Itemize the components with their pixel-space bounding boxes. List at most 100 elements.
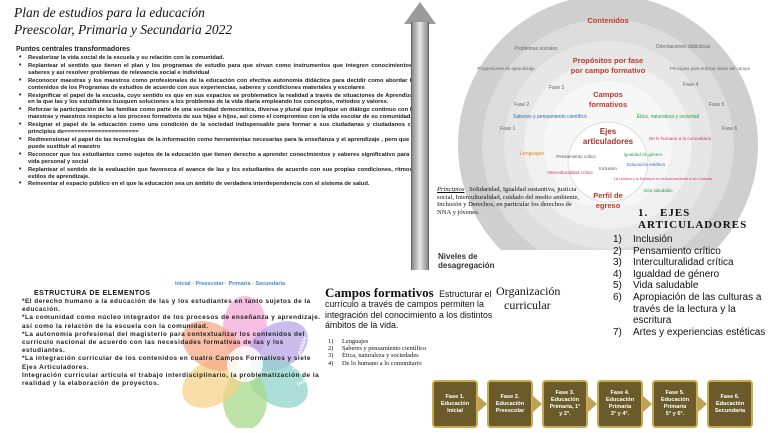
phase-arrow-icon: [478, 396, 487, 412]
estructura-paragraph: *La integración curricular de los conten…: [22, 355, 311, 371]
perfil-label-1: Perfil de: [593, 191, 623, 200]
phase-line: y 2°.: [559, 411, 571, 417]
arrow-label-line-1: Niveles de: [438, 252, 478, 261]
concentric-circles-diagram: Contenidos Problemas sociales Orientacio…: [458, 0, 758, 250]
campos-item-text: Ética, naturaleza y sociedades: [342, 352, 419, 360]
ejes-item-text: Inclusión: [633, 234, 673, 245]
key-point-item: Reinventar el espacio público en el que …: [18, 181, 418, 188]
inner-ring: [567, 121, 649, 203]
phase-line: Primaria: [608, 404, 632, 410]
phase-line: Primaria, 1°: [549, 404, 581, 410]
principios-text: Solidaridad, Igualdad sustantiva, justic…: [437, 186, 580, 216]
pensamiento-label: Pensamiento crítico: [556, 154, 596, 159]
organizacion-heading: Organización curricular: [496, 284, 596, 312]
estructura-paragraph: Integración curricular articula el traba…: [22, 371, 320, 388]
principios-enfocar-label: Principios para enfocar dictar del campo: [670, 66, 751, 71]
progresiones-label: Progresiones de aprendizaje: [477, 66, 535, 71]
organizacion-line-2: curricular: [504, 298, 551, 312]
ejes-title-text: EJES ARTICULADORES: [638, 207, 748, 231]
lenguajes-label: Lenguajes: [520, 151, 544, 157]
ejes-title: 1. EJES ARTICULADORES: [638, 207, 768, 231]
campos-text: el currículo a través de campos permiten…: [325, 289, 493, 331]
ejes-item: 3)Interculturalidad crítica: [613, 257, 768, 269]
up-arrow-head-icon: [404, 2, 436, 24]
humano-label: De lo humano a lo comunitario: [649, 136, 712, 141]
campos-item-number: 1): [328, 338, 334, 345]
fase-5-label: Fase 5: [709, 102, 725, 108]
phase-line: 5° y 6°.: [665, 411, 685, 417]
key-point-item: Redimensionar el papel de las tecnología…: [18, 137, 418, 151]
ejes-item: 1) Inclusión: [613, 234, 768, 246]
flower-diagram: Vida saludable Inclusión: [182, 296, 318, 428]
ejes-item-number: 5): [613, 280, 622, 292]
phase-line: Educación: [605, 397, 635, 403]
phase-line: Secundaria: [714, 407, 746, 414]
phase-line: Inicial: [447, 407, 463, 414]
key-point-item: Replantear el sentido que tienen el plan…: [18, 63, 418, 77]
ejes-item-number: 3): [613, 257, 622, 269]
fase-2-label: Fase 2: [514, 102, 530, 108]
phase-line: Educación: [440, 400, 470, 407]
contenidos-label: Contenidos: [587, 16, 628, 25]
ejes-item-number: 1): [613, 234, 622, 245]
phase-line: Fase 3.: [555, 390, 575, 396]
phase-line: Educación: [715, 400, 745, 407]
title-line-2: Preescolar, Primaria y Secundaria 2022: [14, 22, 233, 37]
fase-4-label: Fase 4: [683, 82, 699, 88]
phase-line: Educación: [495, 400, 525, 407]
ejes-item-text: Igualdad de género: [633, 268, 720, 280]
campos-item-text: Lenguajes: [342, 338, 369, 345]
campos-list: 1)Lenguajes 2)Saberes y pensamiento cien…: [328, 338, 448, 367]
campos-item-text: De lo humano a lo comunitario: [342, 359, 422, 367]
orientaciones-label: Orientaciones didácticas: [656, 44, 711, 50]
fase-1-label: Fase 1: [500, 126, 516, 132]
estructura-text: *El derecho humano a la educación de las…: [22, 298, 322, 388]
fase-6-label: Fase 6: [722, 126, 738, 132]
igualdad-label: Igualdad de género: [624, 152, 663, 157]
ejes-item-text: Artes y experiencias estéticas: [633, 326, 766, 338]
key-point-item: Reforzar la participación de las familia…: [18, 107, 418, 121]
phase-arrow-icon: [643, 396, 652, 412]
campos-label-2: formativos: [589, 100, 627, 109]
campos-label-1: Campos: [593, 90, 623, 99]
phase-line: Primaria: [663, 404, 687, 410]
ejes-item: 7)Artes y experiencias estéticas: [613, 327, 768, 339]
principios-label: Principios: [437, 186, 465, 193]
phase-line: Fase 6.: [720, 393, 740, 400]
propositos-label-1: Propósitos por fase: [573, 56, 643, 65]
flower-center: [227, 346, 263, 382]
intercult-label: Interculturalidad crítica: [547, 170, 593, 175]
ejes-item: 5)Vida saludable: [613, 280, 768, 292]
etica-label: Ética, naturaleza y sociedad: [637, 113, 700, 120]
key-point-item: Revalorizar la vida social de la escuela…: [18, 55, 418, 62]
key-point-item: Reconocer maestras y los maestros como p…: [18, 78, 418, 92]
ejes-list: 1) Inclusión 2)Pensamiento crítico 3)Inte…: [613, 234, 768, 338]
estructura-paragraph: *La autonomía profesional del magisterio…: [22, 330, 305, 355]
document-title: Plan de estudios para la educación Prees…: [14, 4, 404, 38]
vida-label: Vida saludable: [643, 188, 673, 193]
ejes-item: 2)Pensamiento crítico: [613, 246, 768, 258]
saberes-label: Saberes y pensamiento científico: [513, 114, 587, 120]
ejes-label-2: articuladores: [583, 137, 634, 146]
estructura-paragraph: *La comunidad como núcleo integrador de …: [22, 314, 321, 330]
phase-arrow-icon: [533, 396, 542, 412]
ejes-item-number: 6): [613, 291, 622, 303]
ejes-item-number: 2): [613, 245, 622, 257]
key-point-item: Replantear el sentido de la evaluación q…: [18, 167, 418, 181]
phase-line: 3° y 4°.: [610, 411, 630, 417]
campos-item: 4)De lo humano a lo comunitario: [328, 360, 448, 367]
campos-lead: Estructurar: [439, 289, 483, 299]
campos-item-number: 2): [328, 345, 334, 353]
arrow-label-line-2: desagregación: [438, 261, 495, 270]
lectura-label: La Lectura y la Escritura en el Acercami…: [614, 177, 713, 181]
campos-item: 3) Ética, naturaleza y sociedades: [328, 352, 448, 359]
arrow-label: Niveles de desagregación: [438, 252, 494, 270]
campos-item-number: 3): [328, 352, 334, 360]
phase-line: Fase 1.: [445, 393, 465, 400]
propositos-label-2: por campo formativo: [571, 66, 646, 75]
